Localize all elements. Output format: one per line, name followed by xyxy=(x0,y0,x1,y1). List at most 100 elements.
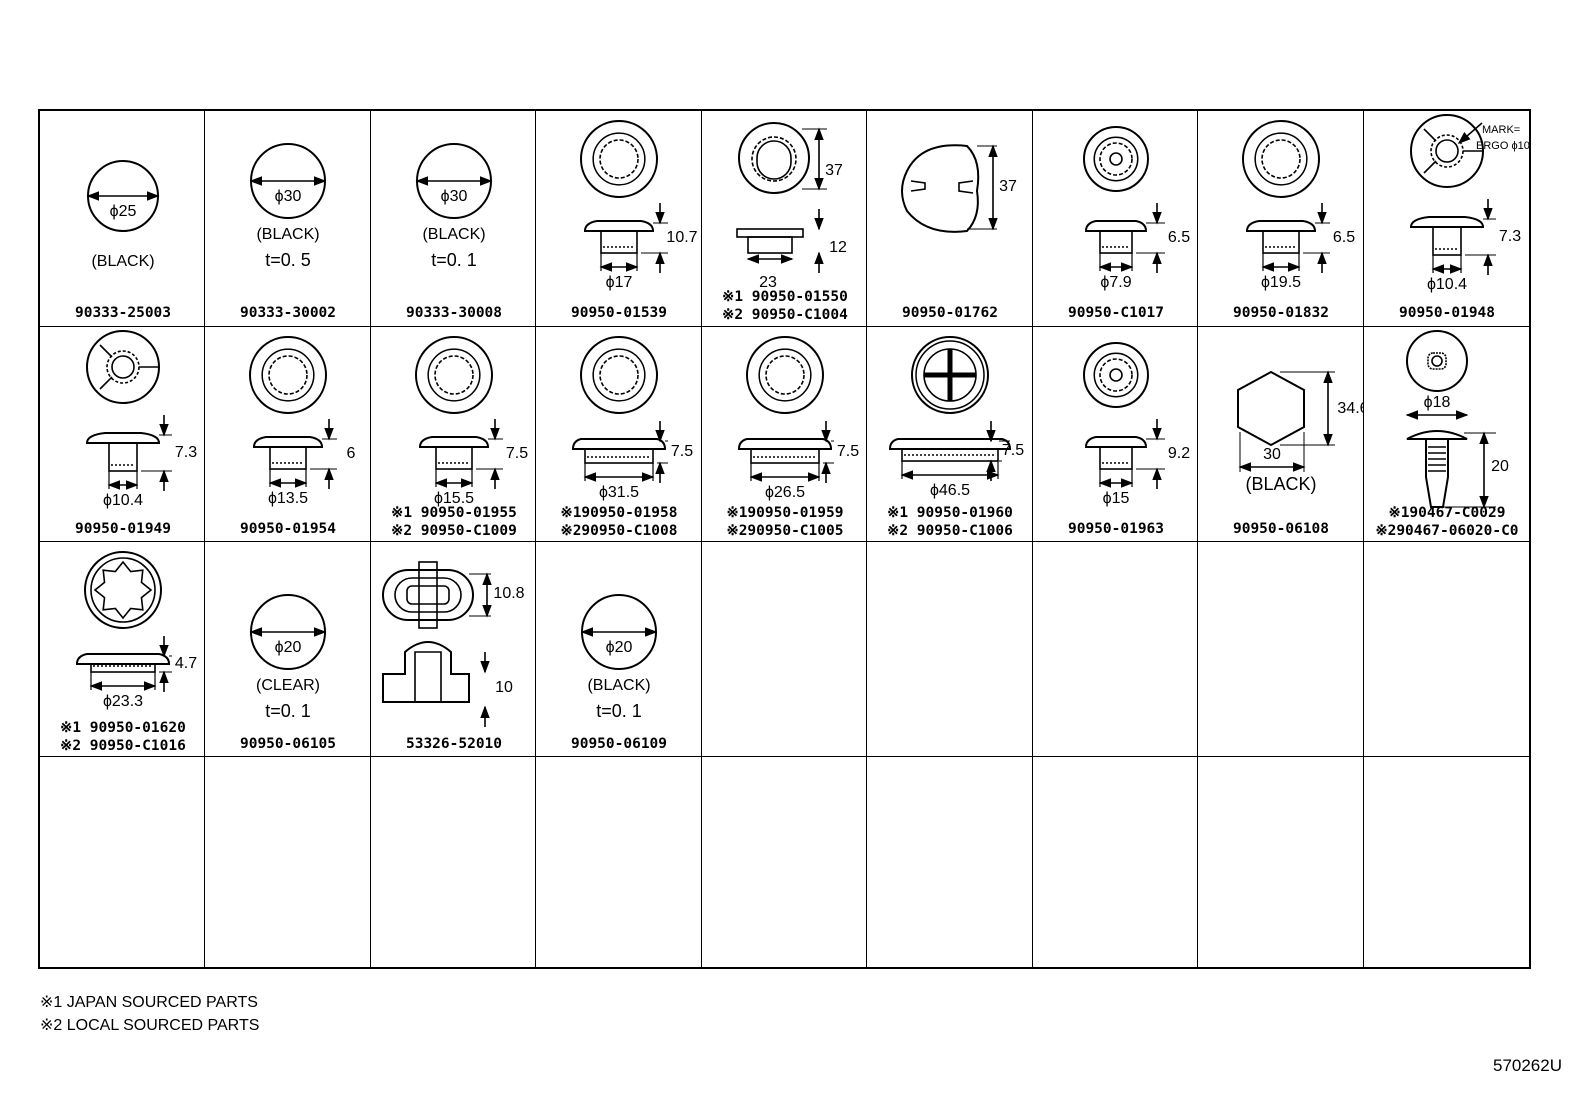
length-dimension: 20 xyxy=(1491,458,1509,475)
part-cell: 4.7 ϕ23.3 ※1 90950-01620 ※2 90950-C1016 xyxy=(40,542,206,757)
part-number: 90950-C1017 xyxy=(1068,305,1164,321)
empty-cell xyxy=(1198,757,1364,967)
diameter-dimension: ϕ17 xyxy=(606,274,633,291)
part-cell: 10.7 ϕ17 90950-01539 xyxy=(536,111,702,327)
color-note: (BLACK) xyxy=(257,226,320,243)
part-number: 90333-30002 xyxy=(240,305,336,321)
part-number-local: ※2 90950-C1004 xyxy=(722,307,848,323)
diameter-dimension: ϕ30 xyxy=(440,188,467,205)
footnote-local: ※2 LOCAL SOURCED PARTS xyxy=(40,1017,260,1034)
part-number-local: ※2 90950-C1016 xyxy=(60,738,186,754)
part-number: 90950-01762 xyxy=(902,305,998,321)
color-note: (BLACK) xyxy=(91,253,154,270)
hex-drawing-icon: 34.630(BLACK)90950-06108 xyxy=(1233,370,1363,537)
diameter-dimension: ϕ10.4 xyxy=(103,492,143,509)
color-note: (BLACK) xyxy=(422,226,485,243)
color-note: (BLACK) xyxy=(588,677,651,694)
grommet-drawing-icon: 10.7 ϕ17 90950-01539 xyxy=(571,120,698,321)
height-dimension: 10.7 xyxy=(667,229,698,246)
width-dimension: 30 xyxy=(1263,446,1281,463)
height-dimension: 10.8 xyxy=(493,585,524,602)
height-dimension: 6 xyxy=(347,445,356,462)
empty-cell xyxy=(867,542,1033,757)
height-dimension: 10 xyxy=(495,679,513,696)
empty-cell xyxy=(701,542,868,757)
empty-cell xyxy=(371,757,537,967)
diameter-dimension: ϕ25 xyxy=(110,203,137,220)
part-number-japan: ※1 90950-01960 xyxy=(887,505,1013,521)
star-grommet-drawing-icon: 4.7 ϕ23.3 ※1 90950-01620 ※2 90950-C1016 xyxy=(60,551,197,754)
thickness-note: t=0. 1 xyxy=(597,701,643,721)
part-cell: 6.5 ϕ7.9 90950-C1017 xyxy=(1032,111,1199,327)
height-dimension: 9.2 xyxy=(1168,445,1190,462)
empty-cell xyxy=(702,757,868,967)
part-number-local: ※2 90950-C1006 xyxy=(887,523,1013,539)
thickness-note: t=0. 1 xyxy=(266,701,312,721)
part-number-japan: ※1 90950-01620 xyxy=(60,720,186,736)
part-number: 90950-01539 xyxy=(571,305,667,321)
diameter-dimension: ϕ31.5 xyxy=(599,484,639,501)
height-dimension: 4.7 xyxy=(175,655,197,672)
diameter-dimension: ϕ7.9 xyxy=(1100,274,1131,291)
part-cell: 6 ϕ13.5 90950-01954 xyxy=(205,327,371,542)
diameter-dimension: ϕ15 xyxy=(1102,490,1129,507)
part-cell: ϕ20 (BLACK) t=0. 1 90950-06109 xyxy=(536,542,702,757)
disc-drawing-icon: ϕ20 (BLACK) t=0. 1 90950-06109 xyxy=(571,594,667,752)
diameter-dimension: ϕ19.5 xyxy=(1261,274,1301,291)
height-dimension: 6.5 xyxy=(1168,229,1190,246)
diameter-dimension: ϕ20 xyxy=(606,639,633,656)
height-dimension: 37 xyxy=(825,162,843,179)
color-note: (BLACK) xyxy=(1246,474,1317,494)
height-dimension: 7.5 xyxy=(837,443,859,460)
diameter-dimension: ϕ23.3 xyxy=(103,693,143,710)
height-dimension: 6.5 xyxy=(1333,229,1355,246)
diameter-dimension: ϕ10.4 xyxy=(1426,276,1466,293)
part-number-local: ※2 90950-C1009 xyxy=(391,523,517,539)
depth-dimension: 12 xyxy=(829,239,847,256)
part-cell: 10.8 10 53326-52010 xyxy=(370,542,537,757)
diameter-dimension: ϕ13.5 xyxy=(268,490,308,507)
grommet-drawing-icon: 6 ϕ13.5 90950-01954 xyxy=(240,336,356,537)
height-dimension: 7.5 xyxy=(506,445,528,462)
part-number-japan: ※190467-C0029 xyxy=(1388,505,1505,521)
width-dimension: 23 xyxy=(759,274,777,291)
thickness-note: t=0. 1 xyxy=(431,250,477,270)
part-number-local: ※290950-C1005 xyxy=(726,523,843,539)
part-cell: 34.630(BLACK)90950-06108 xyxy=(1198,327,1364,542)
part-number: 53326-52010 xyxy=(406,736,502,752)
disc-drawing-icon: ϕ20(CLEAR)t=0. 190950-06105 xyxy=(240,594,336,752)
empty-cell xyxy=(536,757,702,967)
diameter-dimension: ϕ20 xyxy=(275,639,302,656)
empty-cell xyxy=(40,757,206,967)
footnote-japan: ※1 JAPAN SOURCED PARTS xyxy=(40,994,258,1011)
drawing-code: 570262U xyxy=(1492,1056,1562,1075)
empty-cell xyxy=(1032,542,1199,757)
nut-clip-drawing-icon: 10.8 10 53326-52010 xyxy=(381,561,525,752)
part-number: 90950-06109 xyxy=(571,736,667,752)
part-number: 90950-01954 xyxy=(240,521,336,537)
part-number: 90950-01948 xyxy=(1399,305,1495,321)
